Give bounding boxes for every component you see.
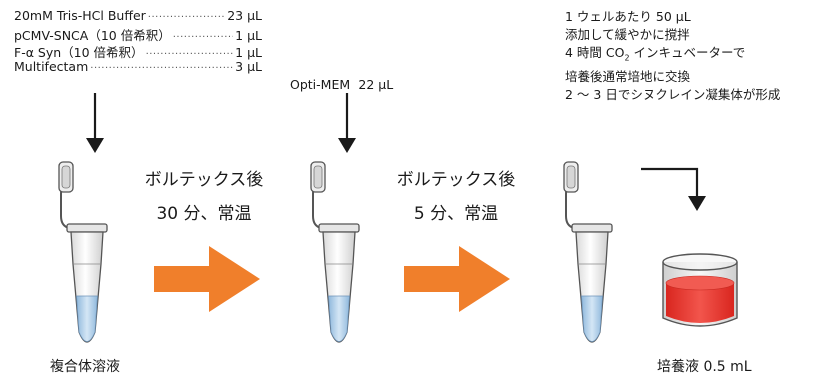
culture-medium-label: 培養液 0.5 mL <box>657 359 752 375</box>
step2-line2: 5 分、常温 <box>413 204 499 224</box>
orange-arrow-icon <box>154 246 260 312</box>
reagent-name: 20mM Tris-HCl Buffer <box>14 8 146 23</box>
step1-text: ボルテックス後 30 分、常温 <box>124 167 284 227</box>
tube-icon <box>58 161 108 343</box>
reagent-row: F-α Syn（10 倍希釈） 1 μL <box>14 42 262 60</box>
optimem-name: Opti-MEM <box>290 77 351 92</box>
down-arrow-icon <box>86 93 104 153</box>
note-text: 4 時間 CO <box>565 45 625 60</box>
complex-solution-label: 複合体溶液 <box>50 359 120 375</box>
tube-icon <box>563 161 613 343</box>
note-line: 4 時間 CO2 インキュベーターで <box>565 44 780 68</box>
step1-line2: 30 分、常温 <box>156 204 252 224</box>
reagent-row: Multifectam 3 μL <box>14 59 262 76</box>
reagent-volume: 3 μL <box>235 59 262 74</box>
optimem-volume: 22 μL <box>358 77 394 92</box>
step2-text: ボルテックス後 5 分、常温 <box>376 167 536 227</box>
reagent-volume: 23 μL <box>227 8 262 23</box>
reagent-volume: 1 μL <box>235 45 262 60</box>
reagent-name: F-α Syn（10 倍希釈） <box>14 45 144 60</box>
reagent-list: 20mM Tris-HCl Buffer 23 μL pCMV-SNCA（10 … <box>14 8 262 76</box>
reagent-volume: 1 μL <box>235 28 262 43</box>
culture-dish-icon <box>662 253 738 327</box>
orange-arrow-icon <box>404 246 510 312</box>
note-line: 培養後通常培地に交換 <box>565 68 691 84</box>
reagent-row: pCMV-SNCA（10 倍希釈） 1 μL <box>14 25 262 43</box>
note-line: 添加して緩やかに撹拌 <box>565 27 690 42</box>
optimem-label: Opti-MEM 22 μL <box>290 76 393 94</box>
subscript: 2 <box>624 53 630 63</box>
step1-line1: ボルテックス後 <box>144 170 264 190</box>
note-line: 1 ウェルあたり 50 μL <box>565 9 691 24</box>
reagent-row: 20mM Tris-HCl Buffer 23 μL <box>14 8 262 25</box>
note-line: 2 〜 3 日でシヌクレイン凝集体が形成 <box>565 86 781 102</box>
down-arrow-icon <box>338 93 356 153</box>
tube-icon <box>310 161 360 343</box>
reagent-name: Multifectam <box>14 59 89 74</box>
corner-arrow-icon <box>641 167 706 211</box>
step2-line1: ボルテックス後 <box>396 170 516 190</box>
procedure-notes: 1 ウェルあたり 50 μL 添加して緩やかに撹拌 4 時間 CO2 インキュベ… <box>565 8 780 104</box>
note-text: インキュベーターで <box>629 45 746 60</box>
reagent-name: pCMV-SNCA（10 倍希釈） <box>14 28 171 43</box>
